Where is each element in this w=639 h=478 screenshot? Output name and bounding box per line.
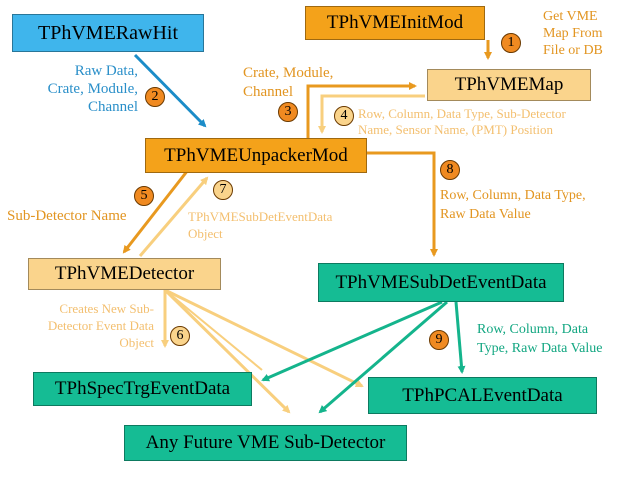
label-step-6-line-2: Detector Event Data: [47, 318, 154, 333]
label-step-7-line-2: Object: [188, 226, 223, 241]
label-step-3-line-1: Crate, Module,: [243, 65, 334, 81]
label-step-2: Raw Data, Crate, Module, Channel: [32, 62, 138, 116]
node-detector: TPhVMEDetector: [28, 258, 221, 290]
label-step-4: Row, Column, Data Type, Sub-Detector Nam…: [358, 106, 566, 138]
label-step-1: Get VME Map From File or DB: [543, 8, 603, 59]
node-spec-trg-event-data: TPhSpecTrgEventData: [33, 372, 252, 406]
label-step-9-line-1: Row, Column, Data: [477, 322, 589, 337]
step-number-4: 4: [334, 106, 354, 126]
label-step-1-line-3: File or DB: [543, 43, 603, 58]
step-number-2: 2: [145, 87, 165, 107]
arrow-detector-to-spectrg-2: [164, 289, 263, 371]
node-init-mod: TPhVMEInitMod: [305, 6, 485, 40]
label-step-8-line-1: Row, Column, Data Type,: [440, 188, 586, 203]
label-step-2-line-1: Raw Data,: [74, 63, 138, 79]
node-future-sub-detector: Any Future VME Sub-Detector: [124, 425, 407, 461]
label-step-4-line-2: Name, Sensor Name, (PMT) Position: [358, 122, 553, 137]
label-step-5-line-1: Sub-Detector Name: [7, 208, 127, 224]
arrow-detector-to-pcal: [164, 288, 364, 388]
label-step-3-line-2: Channel: [243, 84, 293, 100]
node-raw-hit: TPhVMERawHit: [12, 14, 204, 52]
arrow-subdet-to-future: [318, 300, 448, 414]
step-number-7: 7: [213, 180, 233, 200]
label-step-2-line-2: Crate, Module,: [47, 81, 138, 97]
arrow-unpacker-to-map: [306, 82, 417, 140]
node-sub-det-event-data: TPhVMESubDetEventData: [318, 263, 564, 302]
step-number-6: 6: [170, 326, 190, 346]
label-step-6: Creates New Sub- Detector Event Data Obj…: [14, 300, 154, 351]
label-step-3: Crate, Module, Channel: [243, 64, 333, 102]
label-step-7: TPhVMESubDetEventData Object: [188, 208, 332, 242]
label-step-6-line-1: Creates New Sub-: [59, 301, 154, 316]
label-step-4-line-1: Row, Column, Data Type, Sub-Detector: [358, 106, 566, 121]
arrow-detector-to-future: [163, 288, 291, 414]
step-number-5: 5: [134, 186, 154, 206]
arrow-unpacker-to-detector: [122, 169, 190, 254]
label-step-8-line-2: Raw Data Value: [440, 207, 531, 222]
label-step-7-line-1: TPhVMESubDetEventData: [188, 209, 333, 224]
label-step-1-line-1: Get VME: [543, 9, 598, 24]
label-step-1-line-2: Map From: [543, 26, 603, 41]
arrow-subdet-to-pcal: [454, 301, 466, 374]
step-number-1: 1: [501, 33, 521, 53]
step-number-9: 9: [429, 330, 449, 350]
step-number-8: 8: [440, 160, 460, 180]
arrow-subdet-to-spectrg: [261, 300, 443, 382]
arrow-detector-to-unpacker: [138, 176, 209, 257]
node-pcal-event-data: TPhPCALEventData: [368, 377, 597, 414]
label-step-5: Sub-Detector Name: [7, 208, 127, 225]
arrow-map-to-unpacker: [318, 94, 425, 134]
label-step-9-line-2: Type, Raw Data Value: [477, 341, 603, 356]
label-step-6-line-3: Object: [119, 335, 154, 350]
label-step-2-line-3: Channel: [88, 99, 138, 115]
arrow-rawhit-to-unpacker: [133, 53, 207, 128]
step-number-3: 3: [278, 102, 298, 122]
arrow-unpacker-to-subdet: [365, 151, 438, 257]
label-step-8: Row, Column, Data Type, Raw Data Value: [440, 186, 586, 224]
node-vme-map: TPhVMEMap: [427, 69, 591, 101]
node-unpacker-mod: TPhVMEUnpackerMod: [145, 138, 367, 173]
label-step-9: Row, Column, Data Type, Raw Data Value: [477, 320, 603, 358]
